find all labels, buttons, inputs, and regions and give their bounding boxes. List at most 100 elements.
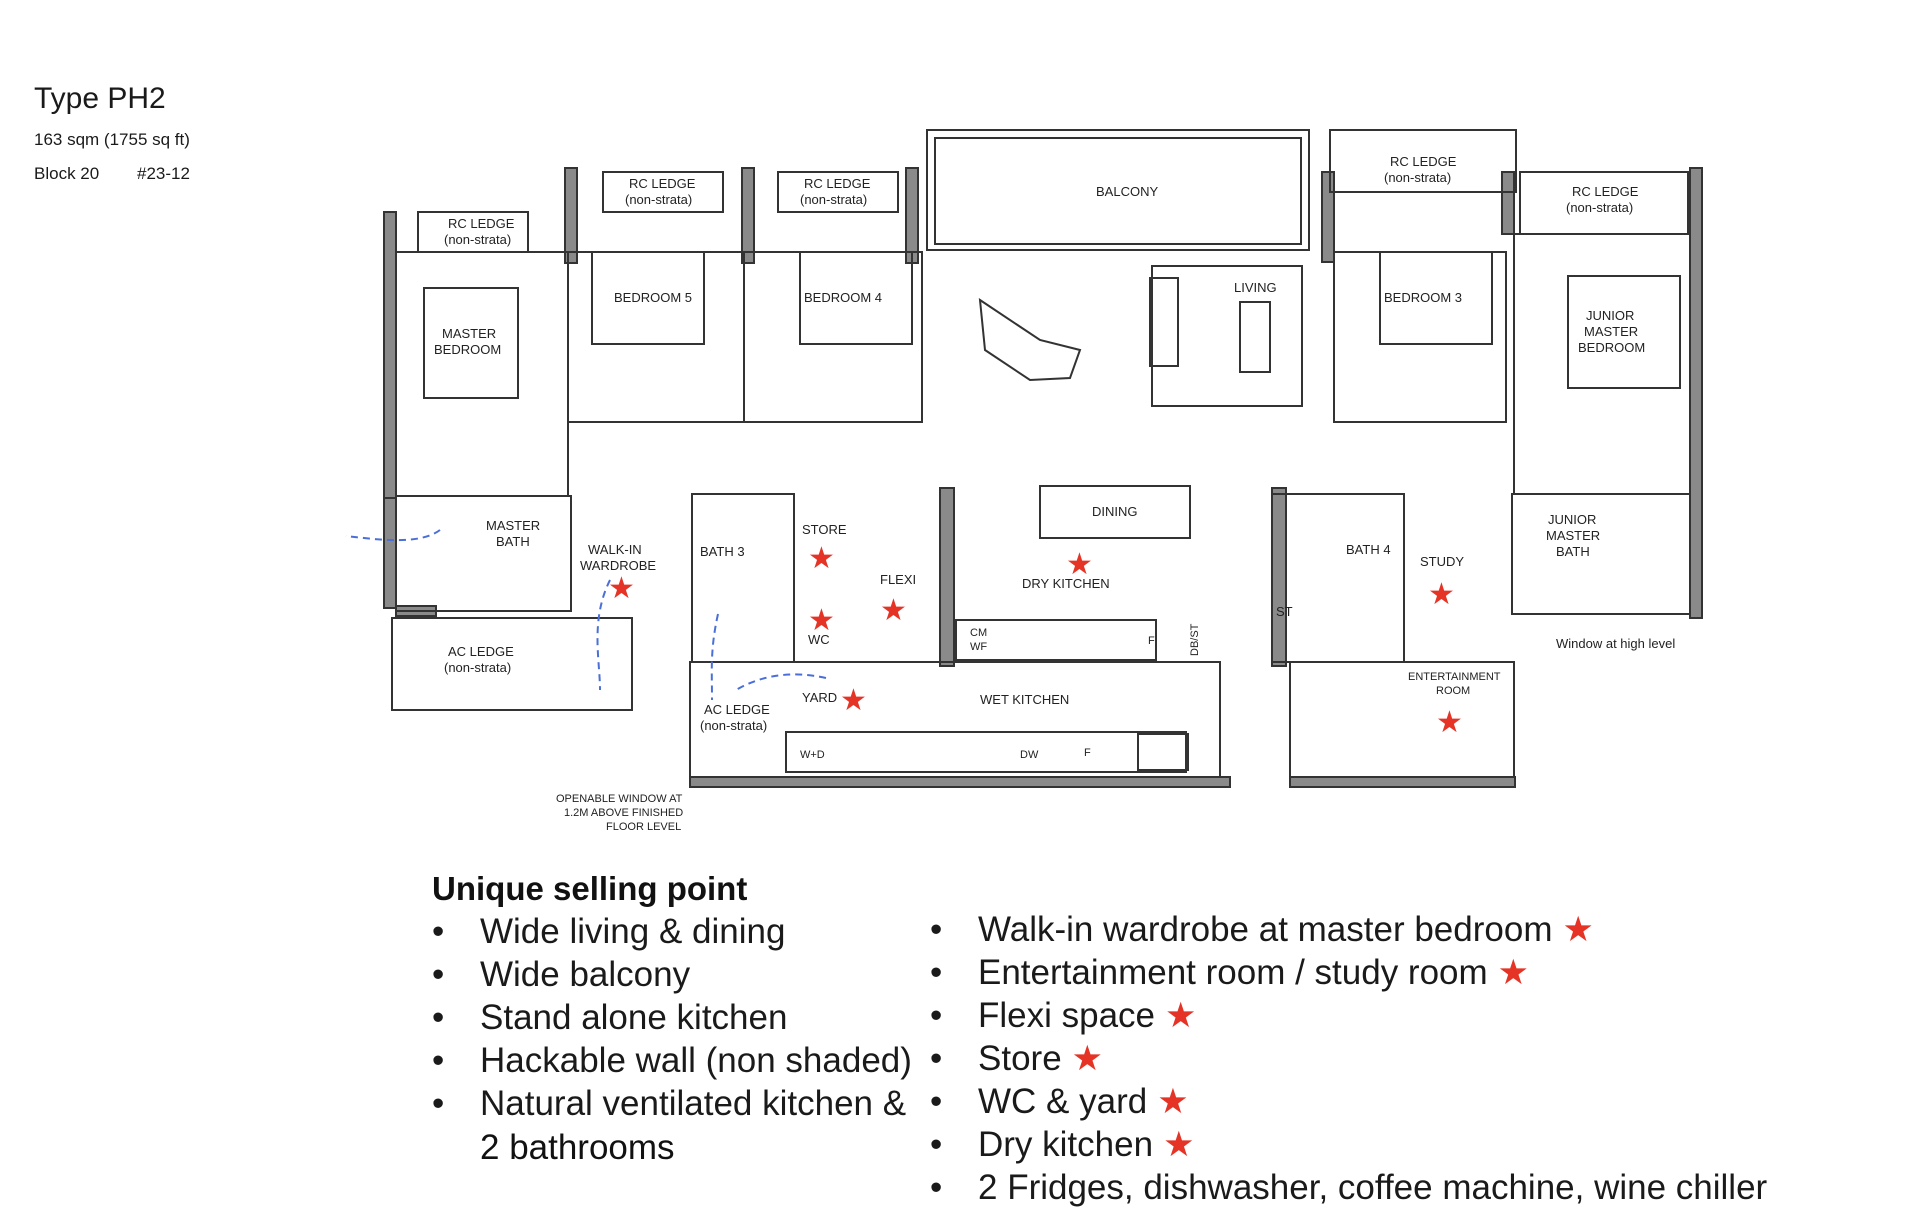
jr-master-bath-label-1: JUNIOR bbox=[1548, 512, 1596, 527]
wet-kitchen-label: WET KITCHEN bbox=[980, 692, 1069, 707]
master-bath-label-1: MASTER bbox=[486, 518, 540, 533]
fridge-label-2: F bbox=[1084, 747, 1091, 759]
bath3-label: BATH 3 bbox=[700, 544, 745, 559]
usp-item: Hackable wall (non shaded) bbox=[432, 1039, 912, 1082]
usp-item: Flexi space★ bbox=[930, 994, 1767, 1037]
washer-dryer-label: W+D bbox=[800, 749, 825, 761]
ac-ledge-2-sub: (non-strata) bbox=[700, 718, 767, 733]
rc-ledge-4 bbox=[1329, 129, 1517, 193]
unit-area: 163 sqm (1755 sq ft) bbox=[34, 130, 190, 149]
usp-item-continuation: 2 bathrooms bbox=[480, 1128, 675, 1167]
star-wc: ★ bbox=[808, 603, 835, 638]
bedroom3-label: BEDROOM 3 bbox=[1384, 290, 1462, 305]
jr-master-bedroom-label-1: JUNIOR bbox=[1586, 308, 1634, 323]
rc-ledge-2-label: RC LEDGE bbox=[629, 176, 696, 191]
usp-heading: Unique selling point bbox=[432, 870, 748, 907]
entertainment-label-1: ENTERTAINMENT bbox=[1408, 671, 1501, 683]
cm-label: CM bbox=[970, 627, 987, 639]
rc-ledge-4-sub: (non-strata) bbox=[1384, 170, 1451, 185]
entertainment-label-2: ROOM bbox=[1436, 685, 1470, 697]
usp-item: Wide balcony bbox=[432, 953, 912, 996]
ventilation-arrow-3 bbox=[710, 613, 719, 701]
living-label: LIVING bbox=[1234, 280, 1277, 295]
star-icon: ★ bbox=[1497, 953, 1530, 992]
store-label: STORE bbox=[802, 522, 847, 537]
rc-ledge-3-label: RC LEDGE bbox=[804, 176, 871, 191]
rc-ledge-5-label: RC LEDGE bbox=[1572, 184, 1639, 199]
living-sofa-set bbox=[1151, 265, 1303, 407]
master-bedroom-label-1: MASTER bbox=[442, 326, 496, 341]
usp-item: Wide living & dining bbox=[432, 910, 912, 953]
star-yard: ★ bbox=[840, 683, 867, 718]
star-icon: ★ bbox=[1157, 1082, 1189, 1121]
usp-item: 2 Fridges, dishwasher, coffee machine, w… bbox=[930, 1166, 1767, 1209]
bedroom5-bed bbox=[591, 251, 705, 345]
ventilation-arrow-1 bbox=[345, 529, 441, 542]
dbst-label: DB/ST bbox=[1189, 623, 1201, 656]
ac-ledge-2-label: AC LEDGE bbox=[704, 702, 770, 717]
usp-item: Natural ventilated kitchen & bbox=[432, 1082, 912, 1125]
star-flexi: ★ bbox=[880, 593, 907, 628]
dining-label: DINING bbox=[1092, 504, 1138, 519]
balcony-label: BALCONY bbox=[1096, 184, 1158, 199]
rc-ledge-3 bbox=[777, 171, 899, 213]
usp-item: WC & yard★ bbox=[930, 1080, 1767, 1123]
usp-item: Entertainment room / study room★ bbox=[930, 951, 1767, 994]
master-bath-label-2: BATH bbox=[496, 534, 530, 549]
master-bed bbox=[423, 287, 519, 399]
flexi-label: FLEXI bbox=[880, 572, 916, 587]
floor-plan: ★ ★ ★ ★ ★ ★ ★ ★ RC LEDGE (non-strata) RC… bbox=[345, 129, 1703, 833]
ventilation-arrow-4 bbox=[735, 673, 827, 691]
master-bedroom-label-2: BEDROOM bbox=[434, 342, 501, 357]
fridge-label-1: F bbox=[1148, 635, 1155, 647]
piano bbox=[978, 297, 1082, 382]
jr-master-bath-label-2: MASTER bbox=[1546, 528, 1600, 543]
jr-master-bath-label-3: BATH bbox=[1556, 544, 1590, 559]
usp-list-left: Wide living & dining Wide balcony Stand … bbox=[432, 910, 912, 1125]
star-store: ★ bbox=[808, 541, 835, 576]
star-icon: ★ bbox=[1071, 1039, 1104, 1078]
dry-kitchen-label: DRY KITCHEN bbox=[1022, 576, 1110, 591]
ac-ledge-1-sub: (non-strata) bbox=[444, 660, 511, 675]
usp-item: Stand alone kitchen bbox=[432, 996, 912, 1039]
rc-ledge-2-sub: (non-strata) bbox=[625, 192, 692, 207]
rc-ledge-4-label: RC LEDGE bbox=[1390, 154, 1457, 169]
star-entertainment: ★ bbox=[1436, 705, 1463, 740]
star-icon: ★ bbox=[1163, 1125, 1195, 1164]
block-number: Block 20 bbox=[34, 164, 100, 183]
usp-item: Dry kitchen★ bbox=[930, 1123, 1767, 1166]
openable-note-3: FLOOR LEVEL bbox=[606, 821, 681, 833]
star-walkin: ★ bbox=[608, 571, 635, 606]
window-high-label: Window at high level bbox=[1556, 636, 1675, 651]
usp-list-right: Walk-in wardrobe at master bedroom★ Ente… bbox=[930, 908, 1767, 1209]
plan-type-title: Type PH2 bbox=[34, 82, 166, 115]
rc-ledge-1-sub: (non-strata) bbox=[444, 232, 511, 247]
rc-ledge-3-sub: (non-strata) bbox=[800, 192, 867, 207]
wc-label: WC bbox=[808, 632, 830, 647]
walkin-label-1: WALK-IN bbox=[588, 542, 642, 557]
bedroom5-label: BEDROOM 5 bbox=[614, 290, 692, 305]
star-dry-kitchen: ★ bbox=[1066, 547, 1093, 582]
usp-item: Walk-in wardrobe at master bedroom★ bbox=[930, 908, 1767, 951]
ac-ledge bbox=[391, 617, 633, 711]
bath4-label: BATH 4 bbox=[1346, 542, 1391, 557]
star-icon: ★ bbox=[1562, 910, 1594, 949]
star-study: ★ bbox=[1428, 577, 1455, 612]
yard-label: YARD bbox=[802, 690, 837, 705]
star-icon: ★ bbox=[1165, 996, 1197, 1035]
dishwasher-label: DW bbox=[1020, 749, 1039, 761]
study-label: STUDY bbox=[1420, 554, 1464, 569]
bedroom4-bed bbox=[799, 251, 913, 345]
ventilation-arrow-2 bbox=[596, 579, 611, 691]
bedroom4-label: BEDROOM 4 bbox=[804, 290, 882, 305]
walkin-label-2: WARDROBE bbox=[580, 558, 656, 573]
jr-master-bedroom-label-2: MASTER bbox=[1584, 324, 1638, 339]
rc-ledge-1-label: RC LEDGE bbox=[448, 216, 515, 231]
rc-ledge-2 bbox=[602, 171, 724, 213]
bedroom3-bed bbox=[1379, 251, 1493, 345]
jr-master-bedroom-label-3: BEDROOM bbox=[1578, 340, 1645, 355]
st-label: ST bbox=[1276, 604, 1293, 619]
usp-item: Store★ bbox=[930, 1037, 1767, 1080]
ac-ledge-1-label: AC LEDGE bbox=[448, 644, 514, 659]
balcony-area bbox=[926, 129, 1310, 251]
